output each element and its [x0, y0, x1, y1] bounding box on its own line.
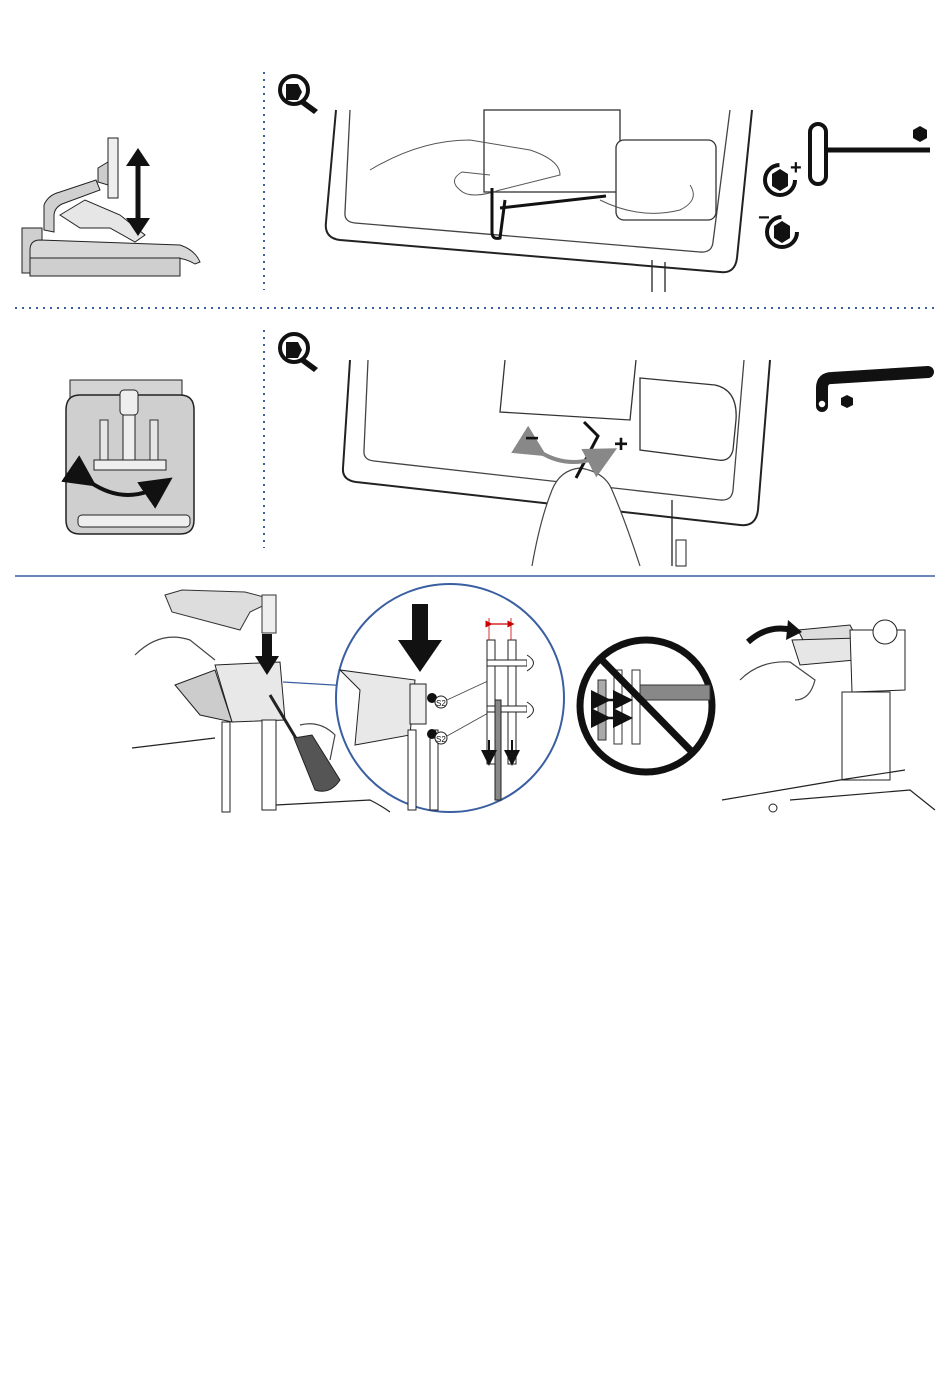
- detail-magnifier-circle: S2 S2: [336, 584, 564, 812]
- screw-label: S2: [436, 699, 446, 708]
- plus-symbol: +: [614, 431, 628, 458]
- magnifier-icon: [280, 334, 318, 372]
- plus-symbol: +: [790, 157, 802, 179]
- magnifier-icon: [280, 76, 318, 114]
- minus-symbol: −: [758, 207, 770, 229]
- l-hex-key-icon: [818, 372, 928, 408]
- minus-symbol: −: [525, 425, 539, 452]
- screw-label: S2: [436, 735, 446, 744]
- loosen-minus-icon: −: [758, 207, 797, 247]
- prohibited-icon: [580, 640, 712, 772]
- height-adjust-arrow-icon: [126, 148, 150, 236]
- curved-arrow-icon: [748, 620, 802, 642]
- monitor-back-view: − +: [343, 360, 770, 566]
- tighten-plus-icon: +: [765, 157, 802, 195]
- monitor-arm-thumbnail: [22, 138, 200, 276]
- t-handle-hex-key-icon: [810, 124, 930, 184]
- completed-mount-view: [722, 620, 935, 812]
- arm-top-view-thumbnail: [66, 380, 194, 534]
- section-tension-adjust: − +: [66, 330, 928, 566]
- section-height-adjust: + −: [22, 72, 930, 292]
- section-bracket-mount: S2 S2: [132, 584, 935, 812]
- monitor-back-view: [326, 110, 752, 292]
